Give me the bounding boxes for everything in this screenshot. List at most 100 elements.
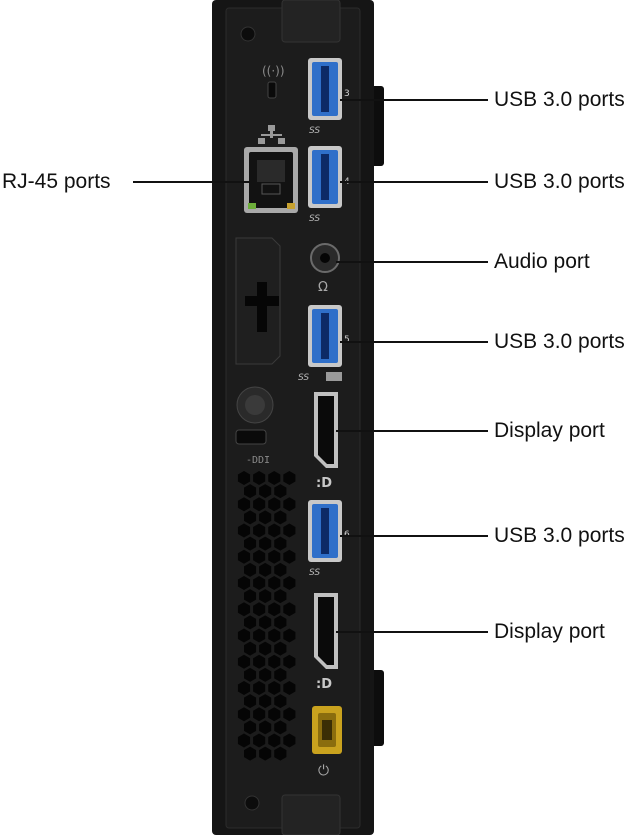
- vent-hole: [253, 628, 266, 643]
- vent-hole: [244, 615, 257, 630]
- label-usb-ports-3: USB 3.0 ports: [494, 330, 625, 353]
- vent-hole: [259, 667, 272, 682]
- vent-hole: [274, 667, 287, 682]
- vent-hole: [268, 602, 281, 617]
- vent-hole: [237, 707, 251, 722]
- label-audio-port: Audio port: [494, 250, 590, 273]
- power-connector[interactable]: [312, 706, 342, 754]
- vent-hole: [237, 471, 251, 485]
- vent-hole: [253, 733, 266, 748]
- vent-hole: [259, 510, 272, 525]
- displayport-1[interactable]: [314, 392, 338, 468]
- vent-hole: [274, 746, 287, 761]
- vent-hole: [259, 720, 272, 735]
- ventilation-grill: [237, 471, 296, 761]
- vent-hole: [259, 615, 272, 630]
- screw-bottom: [244, 795, 260, 811]
- vent-hole: [274, 562, 287, 577]
- wifi-antenna-icon: ((·)): [262, 64, 285, 78]
- usb-port-2[interactable]: 4 SS: [308, 146, 350, 224]
- leader-line-usb-4: [340, 535, 488, 537]
- vent-hole: [268, 628, 281, 643]
- network-icon: [258, 125, 285, 144]
- label-display-port-1: Display port: [494, 419, 605, 442]
- leader-line-rj45: [133, 181, 250, 183]
- headphone-icon: Ω: [318, 280, 328, 295]
- vent-hole: [259, 536, 272, 551]
- vent-hole: [237, 497, 251, 512]
- usb-ss-logo: SS: [298, 373, 309, 383]
- vent-hole: [237, 523, 251, 538]
- vent-hole: [259, 641, 272, 656]
- power-plug-icon: ⏻: [318, 763, 329, 779]
- bottom-latch: [281, 794, 341, 835]
- vent-hole: [268, 549, 281, 564]
- usb-port-1-number: 3: [344, 89, 350, 99]
- vent-hole: [274, 641, 287, 656]
- usb-port-4[interactable]: 6 SS: [308, 500, 350, 578]
- vent-hole: [244, 562, 257, 577]
- screw-top: [240, 26, 256, 42]
- audio-jack[interactable]: [310, 243, 340, 273]
- vent-hole: [253, 602, 266, 617]
- vent-hole: [237, 576, 251, 590]
- vent-hole: [268, 733, 281, 748]
- usb-port-1[interactable]: 3 SS: [308, 58, 350, 136]
- vent-hole: [259, 484, 272, 499]
- vent-hole: [244, 641, 257, 656]
- vent-hole: [253, 576, 266, 590]
- label-usb-ports-4: USB 3.0 ports: [494, 524, 625, 547]
- vent-hole: [244, 589, 257, 604]
- vent-hole: [268, 654, 281, 669]
- usb-ss-logo: SS: [309, 214, 320, 224]
- label-rj45-ports: RJ-45 ports: [2, 170, 111, 193]
- vent-hole: [283, 471, 296, 485]
- vent-hole: [259, 589, 272, 604]
- leader-line-display-1: [336, 430, 488, 432]
- displayport-icon: :D: [316, 476, 332, 491]
- vent-hole: [244, 510, 257, 525]
- vent-hole: [283, 523, 296, 538]
- label-usb-ports-1: USB 3.0 ports: [494, 88, 625, 111]
- vent-hole: [259, 562, 272, 577]
- lock-symbol-icon: -DDI: [246, 455, 270, 466]
- leader-line-display-2: [336, 631, 488, 633]
- vent-hole: [237, 628, 251, 643]
- vent-hole: [274, 510, 287, 525]
- vent-hole: [268, 576, 281, 590]
- vent-hole: [268, 497, 281, 512]
- vent-hole: [283, 497, 296, 512]
- vent-hole: [283, 576, 296, 590]
- vent-hole: [253, 523, 266, 538]
- usb-port-3-number: 5: [344, 335, 350, 345]
- vent-hole: [283, 733, 296, 748]
- vent-hole: [283, 549, 296, 564]
- vent-hole: [244, 667, 257, 682]
- displayport-2[interactable]: [314, 593, 338, 669]
- usb-ss-logo: SS: [309, 126, 320, 136]
- vent-hole: [237, 549, 251, 564]
- vent-hole: [283, 681, 296, 695]
- vent-hole: [274, 720, 287, 735]
- label-usb-ports-2: USB 3.0 ports: [494, 170, 625, 193]
- vent-hole: [253, 707, 266, 722]
- vent-hole: [268, 707, 281, 722]
- vent-hole: [268, 523, 281, 538]
- rj45-port[interactable]: [244, 147, 298, 213]
- vent-hole: [283, 654, 296, 669]
- leader-line-audio: [336, 261, 488, 263]
- vent-hole: [237, 733, 251, 748]
- vent-hole: [244, 536, 257, 551]
- leader-line-usb-3: [340, 341, 488, 343]
- displayport-icon: :D: [316, 677, 332, 692]
- vent-hole: [274, 589, 287, 604]
- vent-hole: [237, 602, 251, 617]
- usb-port-3[interactable]: 5 SS: [298, 305, 350, 383]
- vent-hole: [259, 694, 272, 709]
- vent-hole: [259, 746, 272, 761]
- vent-hole: [268, 471, 281, 485]
- leader-line-usb-2: [340, 181, 488, 183]
- vent-hole: [253, 471, 266, 485]
- vent-hole: [253, 654, 266, 669]
